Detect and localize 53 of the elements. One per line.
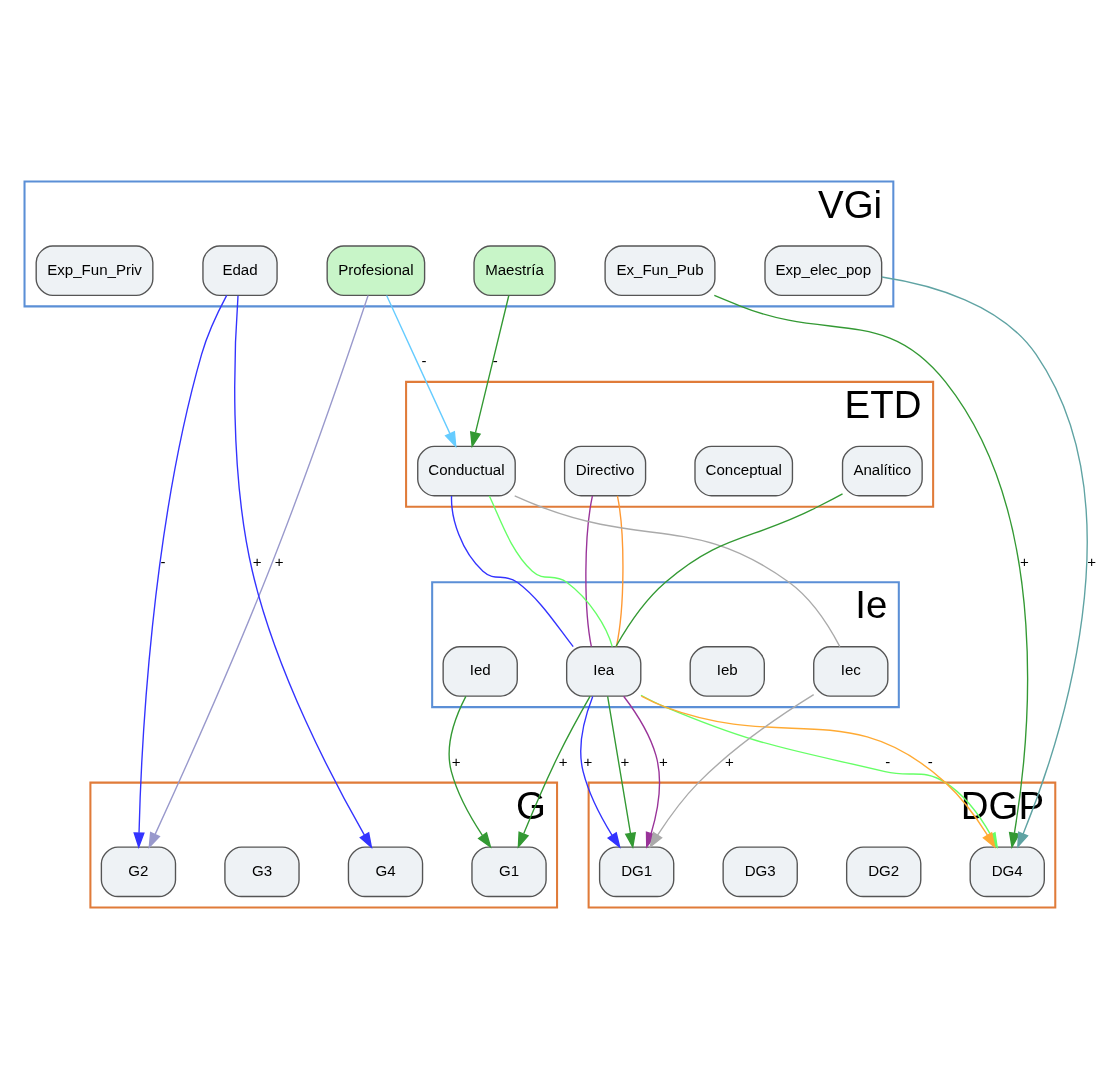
node-box: G2: [100, 845, 177, 897]
node-box: DG3: [722, 845, 798, 897]
node-box: Profesional: [326, 244, 426, 296]
node-box: Ied: [442, 645, 518, 697]
edge-label: +: [620, 752, 630, 770]
node-box: G4: [347, 845, 424, 897]
connector: [615, 494, 624, 647]
node-box: G3: [224, 845, 300, 897]
arrow: [148, 294, 369, 849]
node-box: Ieb: [689, 645, 765, 697]
arrow: [517, 695, 591, 849]
edge-label: +: [274, 552, 284, 570]
node-box: Iea: [566, 645, 642, 697]
node-box: DG2: [845, 845, 922, 897]
arrow: [234, 294, 373, 849]
node-box: Conceptual: [694, 445, 794, 496]
node-box: Maestría: [473, 244, 556, 296]
node-box: G1: [471, 845, 547, 897]
edge-label: -: [492, 351, 498, 369]
edge-label: -: [927, 752, 933, 770]
connector: [514, 494, 841, 647]
node-box: Exp_elec_pop: [764, 244, 883, 296]
arrow: [580, 695, 621, 849]
node-box: Ex_Fun_Pub: [604, 244, 716, 296]
arrow: [385, 294, 457, 448]
edge-label: +: [558, 752, 568, 770]
arrow: [469, 294, 510, 448]
arrow: [133, 294, 228, 849]
edge-label: -: [160, 552, 166, 570]
arrow: [649, 693, 815, 849]
node-box: Conductual: [417, 445, 516, 496]
node-box: Directivo: [563, 445, 647, 496]
edge-label: +: [252, 552, 262, 570]
edge-label: +: [583, 752, 593, 770]
connector: [585, 494, 594, 647]
arrow: [448, 695, 492, 849]
connector: [488, 494, 613, 647]
edge-label: +: [451, 752, 461, 770]
connector: [450, 494, 574, 647]
edge-label: +: [1087, 552, 1097, 570]
connector: [615, 492, 844, 647]
node-box: Exp_Fun_Priv: [35, 244, 154, 296]
arrow: [606, 695, 637, 849]
edge-label: +: [659, 752, 668, 770]
edge-label: +: [724, 752, 734, 770]
node-box: DG4: [969, 845, 1045, 897]
node-box: Analítico: [841, 445, 923, 496]
edge-label: -: [885, 752, 891, 770]
edge-label: +: [1019, 552, 1029, 570]
node-box: Edad: [202, 244, 278, 296]
edge-label: -: [421, 351, 427, 369]
node-box: DG1: [598, 845, 675, 897]
node-box: Iec: [813, 645, 889, 697]
